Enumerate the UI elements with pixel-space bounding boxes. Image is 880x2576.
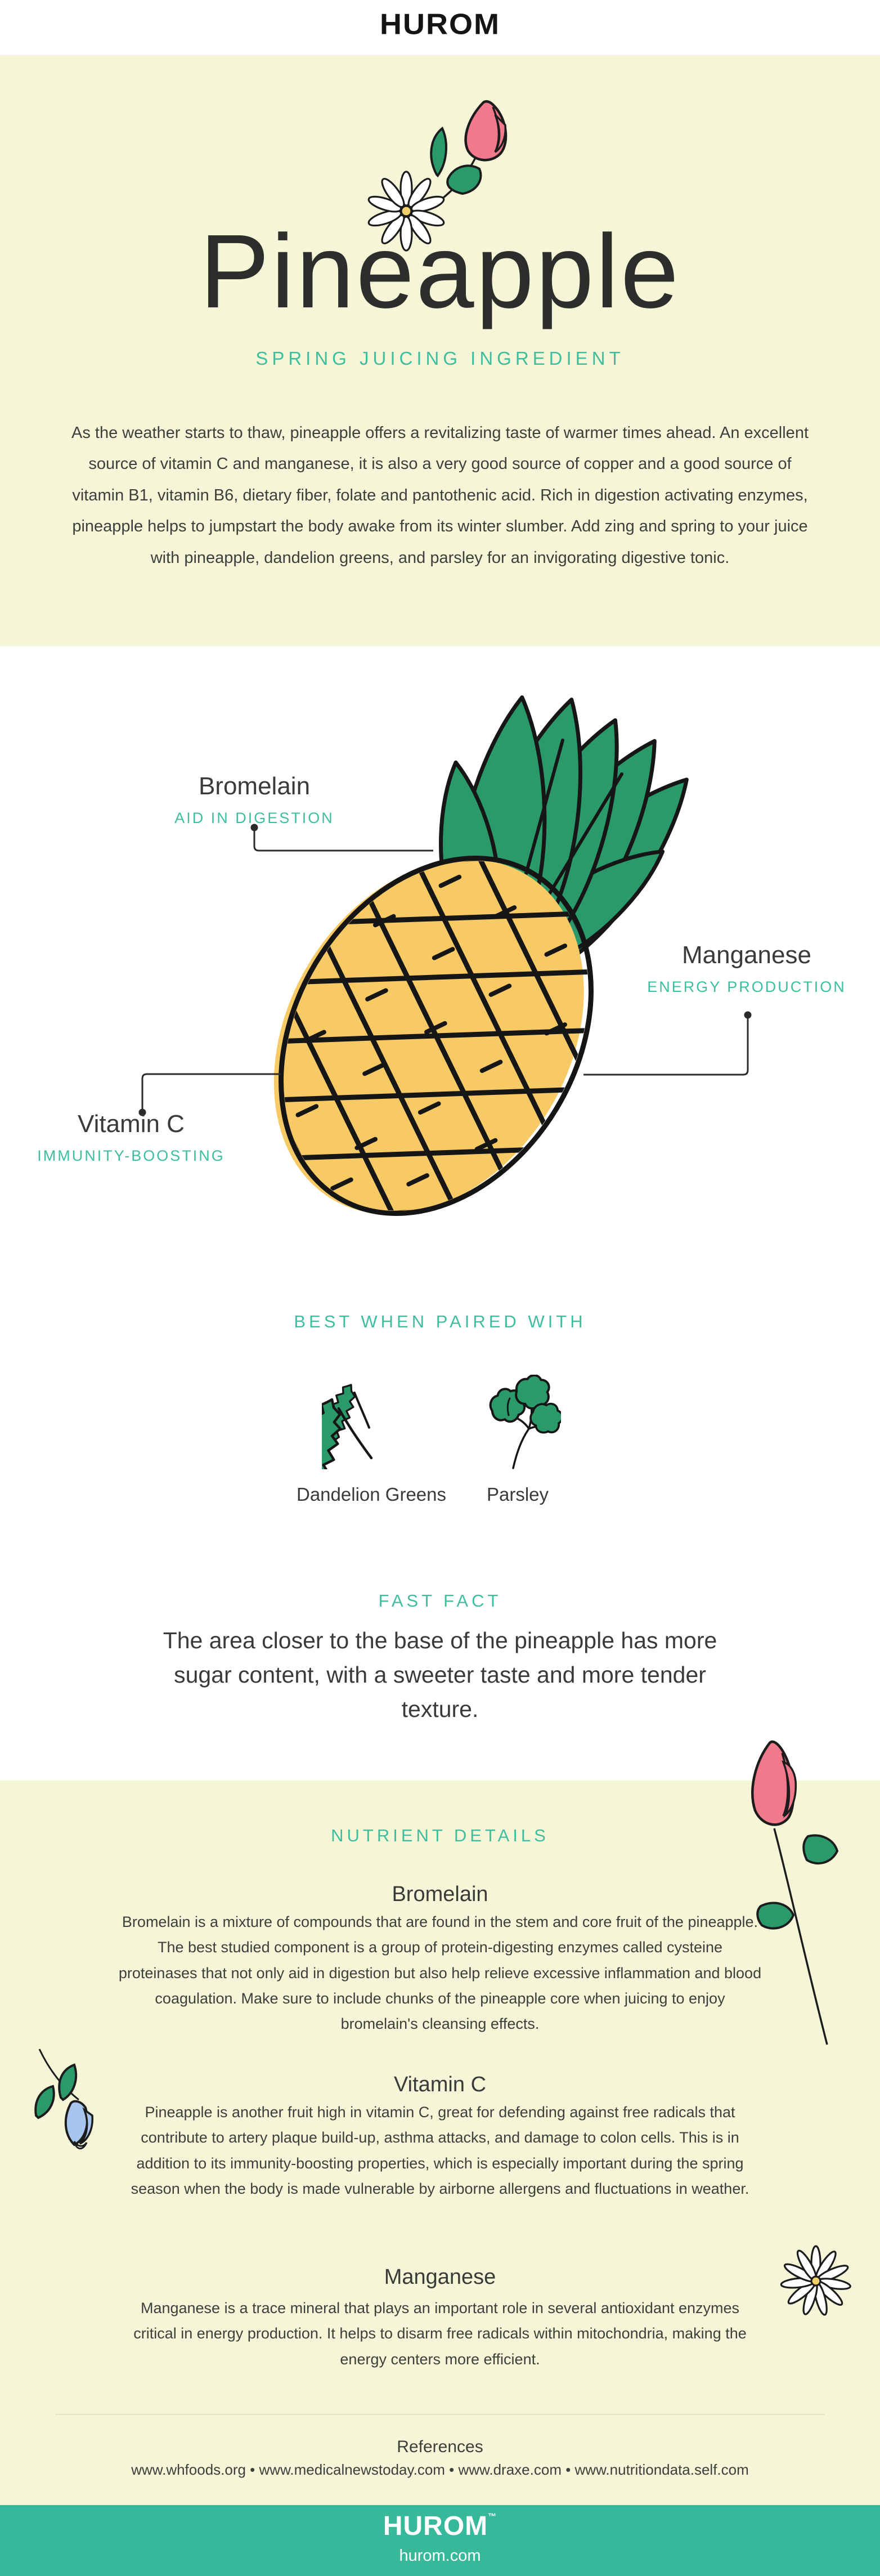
rose-stem-illustration [751, 1740, 839, 2045]
footer-website-link[interactable]: hurom.com [399, 2547, 481, 2565]
paired-item-label: Dandelion Greens [297, 1484, 446, 1505]
pineapple-crown-icon [429, 688, 716, 973]
parsley-icon [486, 1375, 561, 1469]
leaf-icon [430, 126, 447, 178]
tulip-petal-icon [64, 2100, 89, 2146]
leaf-icon [34, 2085, 55, 2119]
callout-lines [138, 824, 752, 1116]
leaf-icon [58, 2063, 78, 2101]
blue-tulip-illustration [34, 2049, 93, 2150]
nutrient-details-header: NUTRIENT DETAILS [331, 1826, 549, 1845]
nutrient-section-body: Bromelain is a mixture of compounds that… [118, 1913, 762, 2033]
daisy-icon [367, 171, 445, 252]
footer-hurom-logo: HUROM™ [383, 2511, 497, 2541]
diagram-label-bromelain: Bromelain AID IN DIGESTION [174, 772, 334, 826]
nutrient-section-body: Manganese is a trace mineral that plays … [133, 2300, 747, 2368]
dandelion-greens-icon [322, 1380, 373, 1469]
spring-flowers-illustration [367, 100, 508, 252]
nutrient-section-title: Vitamin C [393, 2073, 487, 2096]
leaf-icon [802, 1834, 839, 1865]
leaf-icon [756, 1902, 795, 1930]
intro-paragraph: As the weather starts to thaw, pineapple… [71, 424, 809, 567]
fast-fact-text: The area closer to the base of the pinea… [163, 1627, 717, 1722]
daisy-illustration [780, 2245, 851, 2316]
footer-band [0, 2505, 880, 2576]
diagram-label-manganese: Manganese ENERGY PRODUCTION [647, 941, 846, 995]
pineapple-illustration [138, 642, 752, 1227]
references-divider [55, 2414, 825, 2415]
nutrient-section-title: Bromelain [392, 1882, 488, 1906]
references-header: References [397, 2438, 483, 2456]
nutrient-background-band [0, 1781, 880, 2505]
diagram-label-vitamin-c: Vitamin C IMMUNITY-BOOSTING [37, 1110, 225, 1164]
nutrient-section-body: Pineapple is another fruit high in vitam… [131, 2104, 749, 2197]
fast-fact-header: FAST FACT [378, 1591, 502, 1611]
references-sources: www.whfoods.org • www.medicalnewstoday.c… [131, 2461, 749, 2478]
paired-item-label: Parsley [486, 1484, 549, 1505]
page-subtitle: SPRING JUICING INGREDIENT [255, 348, 625, 369]
nutrient-section-title: Manganese [384, 2265, 496, 2289]
page-title: Pineapple [199, 213, 681, 330]
trademark-symbol: ™ [488, 2512, 497, 2521]
paired-section-header: BEST WHEN PAIRED WITH [294, 1312, 586, 1331]
hurom-logo: HUROM [380, 8, 500, 41]
leaf-icon [446, 164, 482, 195]
